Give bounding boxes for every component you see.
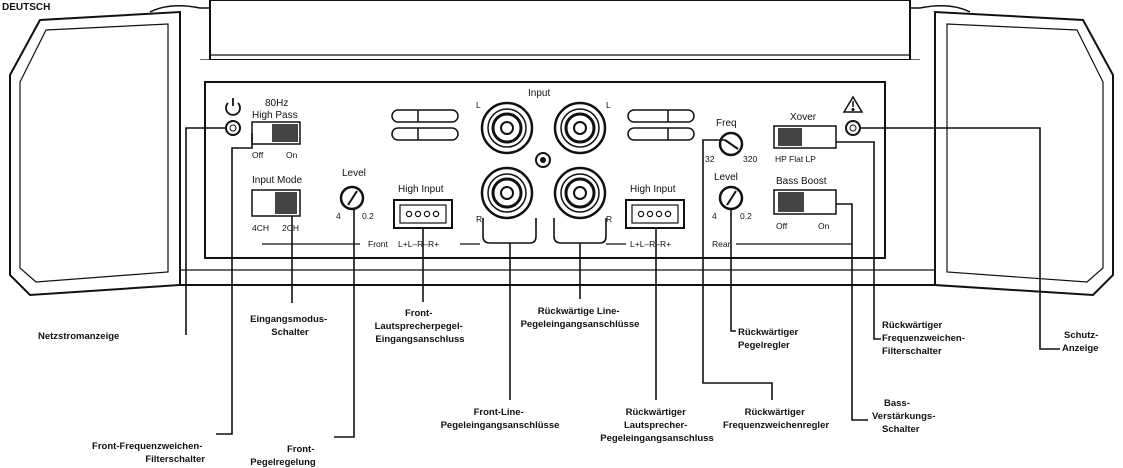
callout-front-xover-filter: Front-Frequenzweichen- Filterschalter <box>92 441 205 465</box>
level-rear-4-label: 4 <box>712 211 717 221</box>
level-rear-label: Level <box>714 172 738 183</box>
input-r-right-label: R <box>606 214 612 224</box>
amplifier-body <box>9 0 1114 297</box>
rear-label: Rear <box>712 239 731 249</box>
freq-320-label: 320 <box>743 154 757 164</box>
high-pass-switch-knob <box>272 124 298 142</box>
rca-front-left[interactable] <box>480 101 534 155</box>
high-input-rear-label: High Input <box>630 184 676 195</box>
rear-pins-label: L+L–R–R+ <box>630 239 671 249</box>
level-rear-knob-pointer <box>726 190 737 206</box>
callout-rueck-xover-filter: Rückwärtiger Frequenzweichen- Filterscha… <box>882 320 968 357</box>
power-led-inner <box>229 124 237 132</box>
level-front-4-label: 4 <box>336 211 341 221</box>
rca-rear-right[interactable] <box>553 166 607 220</box>
power-icon <box>225 98 241 116</box>
freq-knob-pointer <box>724 139 739 150</box>
callout-front-pegel: Front- Pegelregelung <box>250 444 317 468</box>
level-front-label: Level <box>342 168 366 179</box>
warning-icon <box>842 95 864 113</box>
rca-rear-left[interactable] <box>553 101 607 155</box>
callout-rueck-line: Rückwärtige Line- Pegeleingangsanschlüss… <box>521 306 640 330</box>
leader-lines <box>185 127 1060 438</box>
xover-hp-flat-lp-label: HP Flat LP <box>775 154 816 164</box>
level-front-02-label: 0.2 <box>362 211 374 221</box>
freq-32-label: 32 <box>705 154 715 164</box>
input-mode-4ch-label: 4CH <box>252 223 269 233</box>
high-pass-on-label: On <box>286 150 298 160</box>
rca-front-right[interactable] <box>480 166 534 220</box>
input-mode-switch-knob <box>275 192 297 214</box>
freq-label: Freq <box>716 118 737 129</box>
level-rear-02-label: 0.2 <box>740 211 752 221</box>
input-mode-2ch-label: 2CH <box>282 223 299 233</box>
hz80-label: 80Hz <box>265 98 288 109</box>
high-pass-off-label: Off <box>252 150 264 160</box>
callout-rueck-freq-regler: Rückwärtiger Frequenzweichenregler <box>723 407 829 431</box>
front-pins-label: L+L–R–R+ <box>398 239 439 249</box>
xover-switch-knob <box>778 128 802 146</box>
callout-netzstrom: Netzstromanzeige <box>38 331 119 342</box>
level-front-knob-pointer <box>347 190 358 206</box>
callout-front-line: Front-Line- Pegeleingangsanschlüsse <box>441 407 560 431</box>
corner-label: DEUTSCH <box>2 2 50 13</box>
callout-rueck-lautsprecher: Rückwärtiger Lautsprecher- Pegeleingangs… <box>600 407 714 444</box>
bass-boost-off-label: Off <box>776 221 788 231</box>
callout-rueck-pegelregler: Rückwärtiger Pegelregler <box>738 327 801 351</box>
vent-slots-left <box>391 109 459 141</box>
callout-schutz: Schutz- Anzeige <box>1062 330 1101 354</box>
bass-boost-label: Bass Boost <box>776 176 827 187</box>
xover-label: Xover <box>790 112 817 123</box>
input-label: Input <box>528 88 550 99</box>
callout-front-lautsprecher: Front- Lautsprecherpegel- Eingangsanschl… <box>375 308 466 345</box>
bass-boost-switch-knob <box>778 192 804 212</box>
input-mode-label: Input Mode <box>252 175 302 186</box>
callout-bass-verstaerkung: Bass- Verstärkungs- Schalter <box>872 398 938 435</box>
connector-panel: 80Hz High Pass Off On Input Mode 4CH 2CH… <box>225 88 864 249</box>
high-pass-label: High Pass <box>252 110 298 121</box>
callout-labels: Netzstromanzeige Eingangsmodus- Schalter… <box>38 306 1101 468</box>
high-input-front-label: High Input <box>398 184 444 195</box>
callout-eingangsmodus: Eingangsmodus- Schalter <box>250 314 330 338</box>
input-r-left-label: R <box>476 214 482 224</box>
input-l-left-label: L <box>476 100 481 110</box>
front-label: Front <box>368 239 388 249</box>
input-l-right-label: L <box>606 100 611 110</box>
bass-boost-on-label: On <box>818 221 830 231</box>
vent-slots-right <box>627 109 695 141</box>
